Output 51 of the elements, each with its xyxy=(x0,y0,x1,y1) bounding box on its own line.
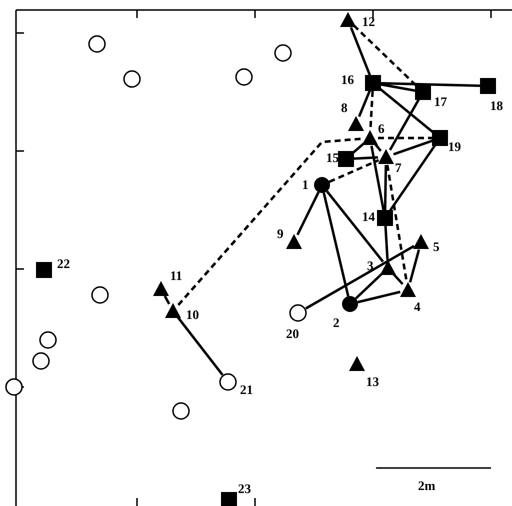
dashed-line xyxy=(328,159,380,183)
point-number: 22 xyxy=(57,257,70,270)
point-number: 15 xyxy=(326,151,339,164)
point-number: 1 xyxy=(302,178,308,191)
connecting-line xyxy=(388,98,420,151)
connecting-line xyxy=(380,82,480,88)
connecting-line xyxy=(358,290,400,304)
connecting-line xyxy=(370,146,385,210)
connecting-line xyxy=(392,273,404,285)
connecting-line xyxy=(351,142,365,155)
connecting-line xyxy=(326,190,384,262)
point-number: 12 xyxy=(362,15,375,28)
connecting-line xyxy=(176,316,224,376)
point-number: 11 xyxy=(170,269,182,282)
point-number: 9 xyxy=(277,227,284,240)
point-number: 14 xyxy=(362,210,375,223)
point-number: 17 xyxy=(434,95,447,108)
connecting-line xyxy=(354,156,378,160)
point-number: 6 xyxy=(378,122,384,135)
connecting-line xyxy=(388,144,437,212)
connecting-line xyxy=(378,87,435,134)
point-number: 10 xyxy=(186,308,199,321)
point-number: 20 xyxy=(286,327,299,340)
connecting-line xyxy=(354,272,384,300)
point-number: 18 xyxy=(490,99,503,112)
dashed-line xyxy=(378,136,432,140)
connecting-line xyxy=(296,192,320,236)
scale-label: 2m xyxy=(418,479,436,492)
connecting-line xyxy=(305,244,415,310)
point-number: 4 xyxy=(414,300,420,313)
point-number: 23 xyxy=(238,482,251,495)
dashed-line xyxy=(177,137,362,306)
connecting-line xyxy=(358,90,372,118)
point-number: 16 xyxy=(341,73,354,86)
connecting-line xyxy=(393,140,433,156)
connecting-line xyxy=(380,83,416,92)
connecting-line xyxy=(384,226,389,260)
point-number: 19 xyxy=(448,140,461,153)
point-number: 7 xyxy=(395,161,402,174)
connecting-line xyxy=(408,249,420,283)
connecting-line xyxy=(164,295,170,305)
dashed-line xyxy=(386,164,408,282)
point-number: 13 xyxy=(366,375,379,388)
point-number: 21 xyxy=(240,383,253,396)
point-number: 5 xyxy=(433,240,440,253)
point-number: 2 xyxy=(333,316,340,329)
connecting-line xyxy=(322,192,350,296)
connecting-line xyxy=(384,164,388,210)
point-number: 8 xyxy=(341,101,348,114)
point-number: 3 xyxy=(367,259,374,272)
connecting-line xyxy=(350,26,372,76)
